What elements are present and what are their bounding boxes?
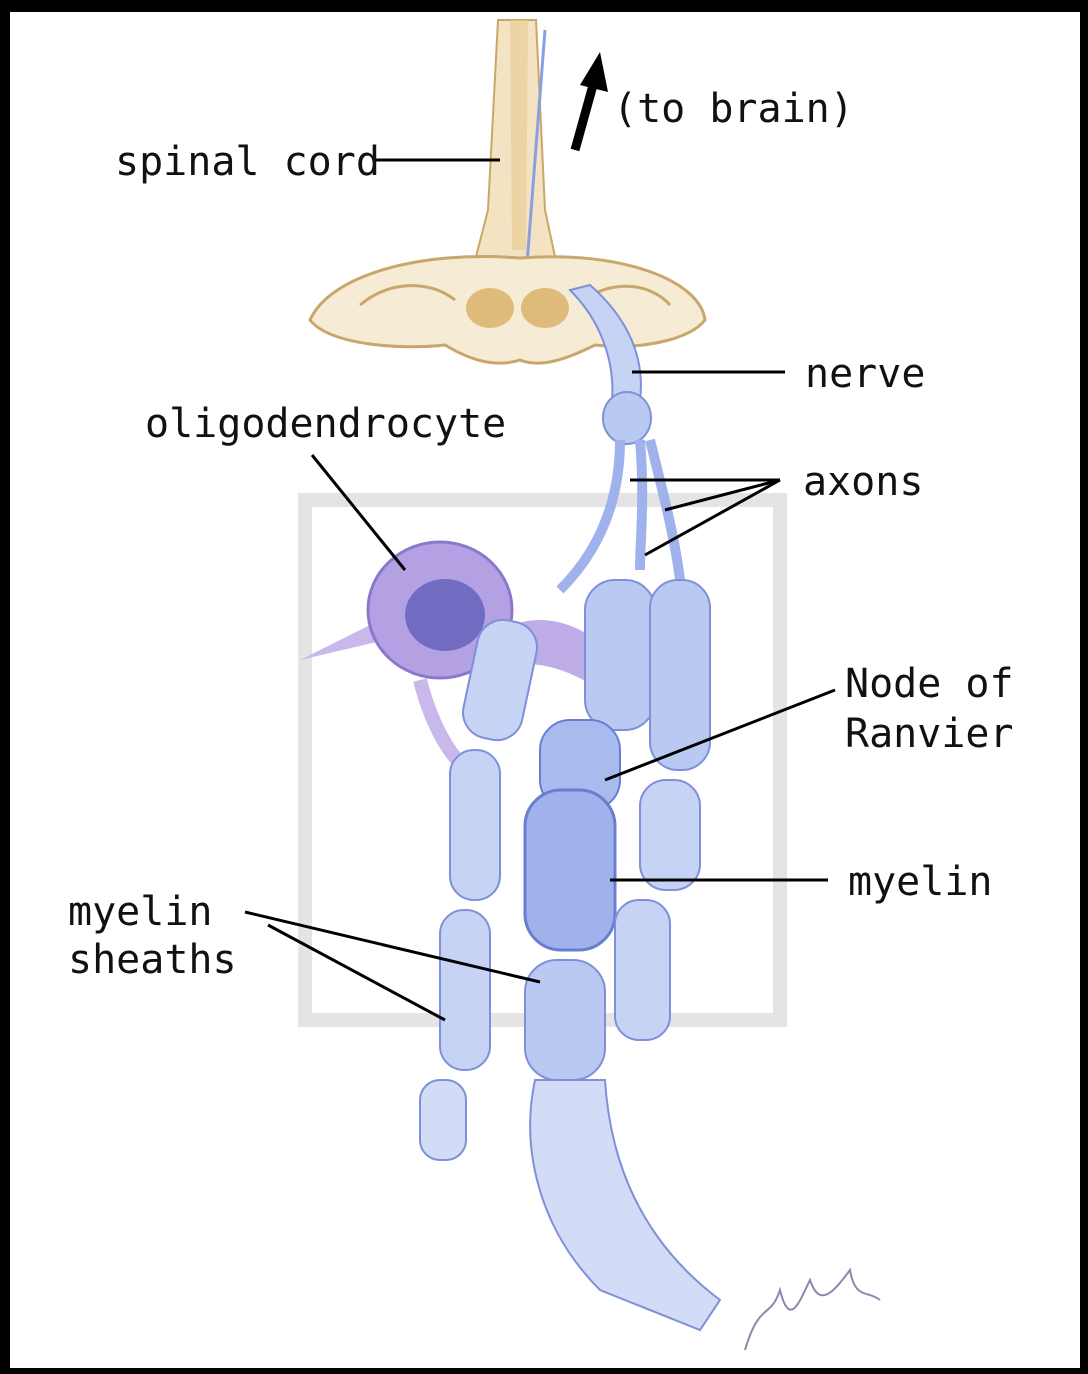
- to-brain-arrow-head: [580, 52, 608, 92]
- label-node-of-ranvier-line1: Node of: [845, 661, 1014, 707]
- axon-middle: [640, 440, 642, 570]
- artist-signature: [745, 1270, 880, 1350]
- leader-oligodendrocyte: [312, 455, 405, 570]
- label-spinal-cord: spinal cord: [115, 139, 380, 185]
- label-myelin: myelin: [848, 859, 993, 905]
- to-brain-arrow-shaft: [575, 78, 595, 150]
- label-axons: axons: [803, 459, 923, 505]
- spinal-cord-core: [510, 20, 528, 250]
- label-nerve: nerve: [805, 351, 925, 397]
- label-oligodendrocyte: oligodendrocyte: [145, 401, 506, 447]
- label-node-of-ranvier-line2: Ranvier: [845, 711, 1014, 757]
- axon-left: [560, 440, 620, 590]
- leader-myelin-sheaths-1: [245, 912, 540, 982]
- nerve-bundle: [603, 392, 651, 444]
- gray-matter-left: [466, 288, 514, 328]
- label-myelin-sheaths-line2: sheaths: [68, 937, 237, 983]
- label-myelin-sheaths-line1: myelin: [68, 889, 213, 935]
- label-to-brain: (to brain): [613, 86, 854, 132]
- gray-matter-right: [521, 288, 569, 328]
- oligodendrocyte-nucleus: [405, 579, 485, 651]
